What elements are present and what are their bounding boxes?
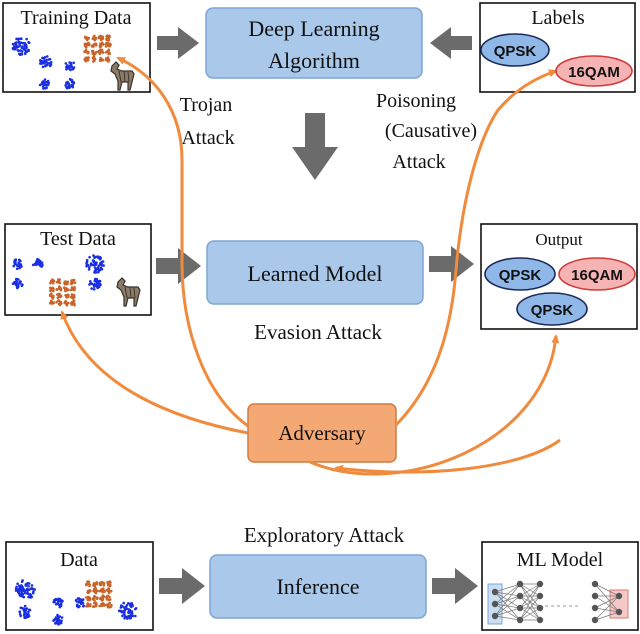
trojan-horse-icon-test	[116, 277, 141, 307]
exploratory-attack-label: Exploratory Attack	[244, 523, 405, 547]
arrow-dl-to-model	[292, 113, 338, 180]
neural-network-icon	[487, 580, 629, 625]
labels-16qam-pill	[555, 55, 633, 87]
labels-qpsk-pill	[480, 33, 550, 67]
output-16qam-pill	[558, 257, 636, 291]
output-label: Output	[535, 230, 583, 249]
output-16qam-text: 16QAM	[571, 267, 623, 284]
output-qpsk-text-1: QPSK	[499, 267, 542, 284]
deep-learning-label-1: Deep Learning	[248, 16, 379, 41]
inference-box	[209, 554, 427, 619]
trojan-attack-label-2: Attack	[181, 127, 234, 149]
data-constellation	[14, 579, 138, 626]
ml-model-label: ML Model	[517, 549, 604, 571]
arrow-labels-to-dl	[430, 27, 472, 59]
arrow-training-to-dl	[157, 27, 199, 59]
poisoning-attack-label-1: Poisoning	[376, 90, 456, 112]
output-qpsk-pill-1	[484, 257, 556, 291]
trojan-attack-path	[116, 56, 249, 428]
inference-label: Inference	[276, 574, 359, 599]
arrow-test-to-model	[156, 248, 201, 284]
labels-qpsk-text: QPSK	[494, 43, 537, 60]
training-constellation	[11, 34, 112, 90]
deep-learning-label-2: Algorithm	[268, 48, 360, 73]
labels-16qam-text: 16QAM	[568, 64, 620, 81]
adversary-label: Adversary	[278, 421, 366, 445]
test-data-label: Test Data	[40, 228, 116, 250]
test-constellation	[11, 254, 105, 307]
learned-model-label: Learned Model	[248, 261, 383, 286]
deep-learning-box	[205, 7, 423, 79]
arrow-inference-to-ml	[432, 568, 478, 604]
arrow-model-to-output	[429, 246, 474, 282]
training-data-label: Training Data	[21, 7, 132, 29]
learned-model-box	[206, 240, 424, 305]
trojan-attack-label-1: Trojan	[180, 94, 233, 116]
trojan-horse-icon	[110, 61, 135, 91]
arrow-data-to-inference	[159, 568, 205, 604]
evasion-attack-path-left	[60, 310, 249, 435]
evasion-attack-label: Evasion Attack	[254, 320, 382, 344]
adversary-back-arrow	[334, 438, 561, 474]
output-qpsk-text-2: QPSK	[531, 302, 574, 319]
output-qpsk-pill-2	[516, 292, 588, 326]
poisoning-attack-label-3: Attack	[392, 151, 445, 173]
data-label: Data	[60, 549, 98, 571]
poisoning-attack-path	[394, 69, 558, 427]
labels-label: Labels	[531, 7, 585, 29]
exploratory-attack-path	[309, 334, 560, 476]
poisoning-attack-label-2: (Causative)	[385, 120, 477, 142]
